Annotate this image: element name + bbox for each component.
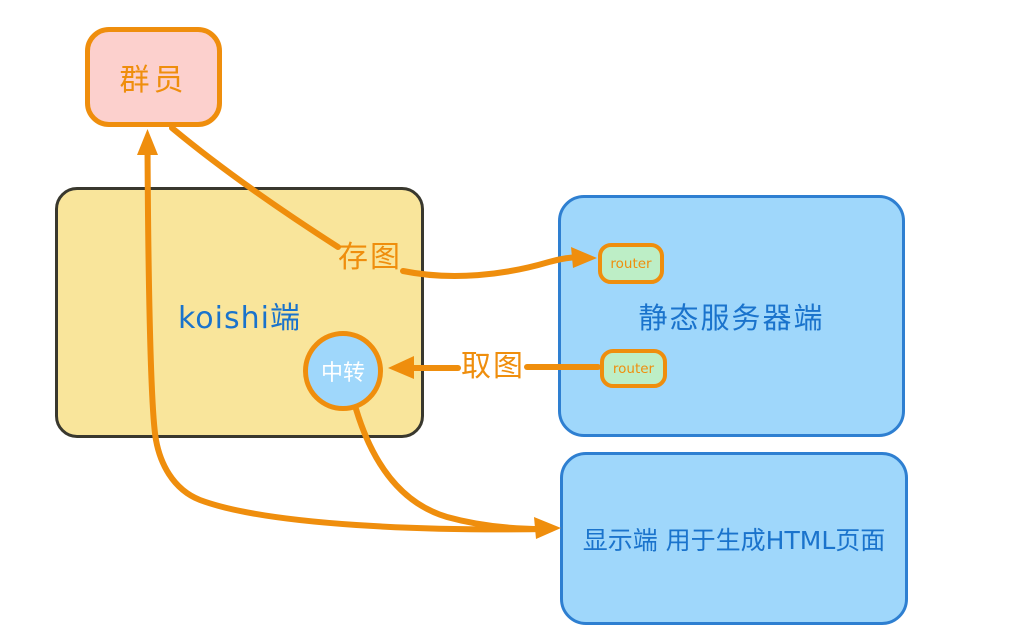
static-server-node[interactable]: 静态服务器端 [558,195,905,437]
relay-label: 中转 [320,361,365,386]
relay-circle[interactable]: 中转 [303,331,383,411]
router-bottom-label: router [612,360,655,377]
member-node[interactable]: 群员 [85,27,222,127]
display-label: 显示端 用于生成HTML页面 [582,525,886,555]
router-bottom-node[interactable]: router [600,349,667,388]
save-edge-label[interactable]: 存图 [338,240,402,275]
router-top-node[interactable]: router [598,243,664,284]
fetch-edge-label[interactable]: 取图 [461,349,525,384]
display-node[interactable]: 显示端 用于生成HTML页面 [560,452,908,625]
member-label: 群员 [119,63,188,98]
static-server-label: 静态服务器端 [638,301,825,335]
router-top-label: router [610,255,652,272]
koishi-label: koishi端 [178,300,301,336]
